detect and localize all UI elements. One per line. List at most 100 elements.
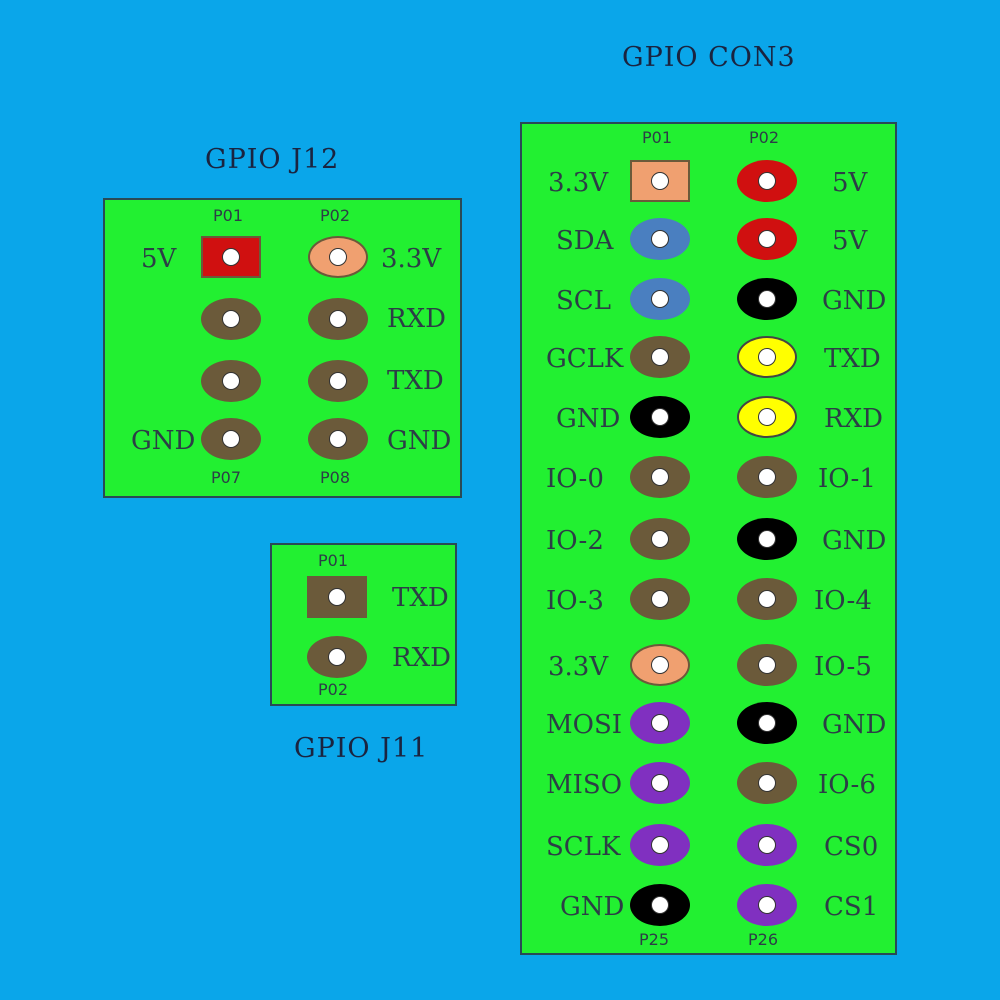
con3-label-gnd-r3: GND: [822, 710, 887, 740]
pin-hole: [758, 774, 776, 792]
pin-hole: [651, 896, 669, 914]
con3-pin-number-p25: P25: [639, 930, 670, 949]
con3-label-txd: TXD: [824, 344, 881, 374]
j12-label-5v: 5V: [141, 244, 177, 274]
con3-pin-p22: [737, 762, 797, 804]
pin-hole: [758, 348, 776, 366]
con3-label-rxd: RXD: [824, 404, 883, 434]
j12-pin-p08: [308, 418, 368, 460]
con3-pin-p07: [630, 336, 690, 378]
j11-title: GPIO J11: [294, 733, 429, 764]
con3-pin-p04: [737, 218, 797, 260]
j12-pin-p04: [308, 298, 368, 340]
con3-label-scl: SCL: [556, 286, 611, 316]
pin-hole: [651, 590, 669, 608]
con3-label-sclk: SCLK: [546, 832, 621, 862]
pin-hole: [329, 372, 347, 390]
con3-label-5v-2: 5V: [832, 226, 868, 256]
con3-pin-p09: [630, 396, 690, 438]
con3-pin-p19: [630, 702, 690, 744]
pin-hole: [758, 290, 776, 308]
con3-label-mosi: MOSI: [546, 710, 623, 740]
con3-pin-p15: [630, 578, 690, 620]
con3-board: P01 P02 3.3V 5V SDA 5V SCL GND GCLK TXD …: [520, 122, 897, 955]
pin-hole: [758, 656, 776, 674]
con3-pin-p21: [630, 762, 690, 804]
con3-pin-p18: [737, 644, 797, 686]
pin-hole: [651, 530, 669, 548]
con3-pin-p12: [737, 456, 797, 498]
pin-hole: [758, 172, 776, 190]
j11-pin-number-p01: P01: [318, 551, 349, 570]
con3-label-gnd-l1: GND: [556, 404, 621, 434]
con3-pin-p17: [630, 644, 690, 686]
con3-pin-p01: [630, 160, 690, 202]
con3-label-cs0: CS0: [824, 832, 879, 862]
pin-hole: [328, 588, 346, 606]
con3-pin-p05: [630, 278, 690, 320]
pin-hole: [222, 372, 240, 390]
pin-hole: [651, 408, 669, 426]
pin-hole: [651, 468, 669, 486]
pin-hole: [222, 430, 240, 448]
con3-pin-p08: [737, 336, 797, 378]
con3-pin-p13: [630, 518, 690, 560]
pin-hole: [651, 290, 669, 308]
pin-hole: [758, 468, 776, 486]
con3-pin-p26: [737, 884, 797, 926]
con3-pin-p14: [737, 518, 797, 560]
j12-label-gnd-right: GND: [387, 426, 452, 456]
pin-hole: [329, 310, 347, 328]
pin-hole: [651, 230, 669, 248]
j12-pin-number-p02: P02: [320, 206, 351, 225]
pin-hole: [758, 230, 776, 248]
j12-pin-number-p08: P08: [320, 468, 351, 487]
j12-label-gnd-left: GND: [131, 426, 196, 456]
j12-pin-p02: [308, 236, 368, 278]
con3-label-io1: IO-1: [818, 464, 876, 494]
j12-label-txd: TXD: [387, 366, 444, 396]
con3-pin-p25: [630, 884, 690, 926]
pin-hole: [651, 836, 669, 854]
pin-hole: [651, 348, 669, 366]
con3-label-gclk: GCLK: [546, 344, 624, 374]
pin-hole: [651, 172, 669, 190]
con3-pin-p23: [630, 824, 690, 866]
con3-pin-p06: [737, 278, 797, 320]
pin-hole: [329, 430, 347, 448]
pin-hole: [222, 310, 240, 328]
j11-pin-number-p02: P02: [318, 680, 349, 699]
j11-pin-p01: [307, 576, 367, 618]
con3-label-gnd-l2: GND: [560, 892, 625, 922]
j12-pin-p01: [201, 236, 261, 278]
j12-pin-p03: [201, 298, 261, 340]
j12-pin-p06: [308, 360, 368, 402]
pin-hole: [651, 774, 669, 792]
con3-label-io3: IO-3: [546, 586, 604, 616]
con3-pin-p02: [737, 160, 797, 202]
con3-label-3v3-top: 3.3V: [548, 168, 609, 198]
j11-board: P01 TXD RXD P02: [270, 543, 457, 706]
con3-label-io2: IO-2: [546, 526, 604, 556]
con3-label-gnd-r2: GND: [822, 526, 887, 556]
j11-pin-p02: [307, 636, 367, 678]
pin-hole: [328, 648, 346, 666]
con3-label-3v3-mid: 3.3V: [548, 652, 609, 682]
con3-pin-p16: [737, 578, 797, 620]
pin-hole: [758, 896, 776, 914]
con3-pin-p20: [737, 702, 797, 744]
j12-pin-number-p01: P01: [213, 206, 244, 225]
con3-pin-p10: [737, 396, 797, 438]
con3-label-io6: IO-6: [818, 770, 876, 800]
j12-pin-p07: [201, 418, 261, 460]
j12-board: P01 P02 5V 3.3V RXD TXD GND GND P07 P08: [103, 198, 462, 498]
pin-hole: [758, 714, 776, 732]
pin-hole: [758, 530, 776, 548]
con3-pin-p03: [630, 218, 690, 260]
con3-label-io4: IO-4: [814, 586, 872, 616]
con3-label-miso: MISO: [546, 770, 623, 800]
pin-hole: [329, 248, 347, 266]
pin-hole: [651, 656, 669, 674]
j12-pin-p05: [201, 360, 261, 402]
j12-pin-number-p07: P07: [211, 468, 242, 487]
